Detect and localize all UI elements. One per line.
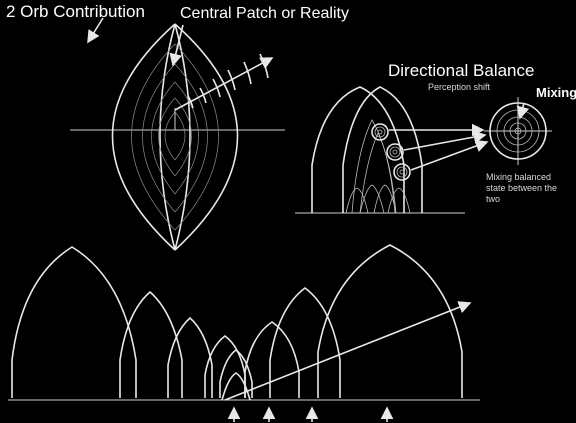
balance-arrow-2 (403, 130, 487, 151)
directional-balance-title: Directional Balance (388, 61, 535, 80)
right-orb-outer-arc (174, 23, 239, 251)
arch-sequence (8, 244, 480, 422)
arch-7 (244, 321, 300, 398)
central-patch-pointer (169, 24, 184, 67)
arch-5-center (219, 349, 253, 398)
central-patch-label: Central Patch or Reality (180, 5, 349, 22)
balance-arrow-3 (410, 139, 489, 171)
orb-label-pointer (87, 17, 104, 44)
arch-6-small (221, 372, 251, 401)
mixing-pointer (516, 102, 530, 120)
left-orb-inner-arc (159, 23, 176, 251)
orb-diagram (70, 17, 285, 251)
perception-orb-1 (371, 123, 389, 141)
mixing-balanced-label: Mixing balanced state between the two (486, 172, 558, 204)
left-arch (311, 86, 405, 213)
left-orb-outer-arc (111, 23, 176, 251)
mixing-label: Mixing (536, 85, 576, 100)
upward-arrows (227, 406, 394, 422)
arch-1 (11, 246, 137, 398)
right-orb-inner-arc (174, 23, 191, 251)
perception-orb-2 (386, 143, 404, 161)
sequence-direction-arrow (224, 301, 472, 401)
mixing-target (484, 97, 552, 165)
arch-4 (204, 335, 246, 398)
perception-orb-3 (393, 163, 411, 181)
orb-contribution-label: 2 Orb Contribution (6, 2, 145, 21)
arch-2 (119, 290, 183, 398)
arch-9 (317, 244, 463, 398)
small-arches (345, 184, 411, 214)
directional-balance-diagram (295, 86, 552, 214)
perception-shift-label: Perception shift (428, 82, 491, 92)
contour-lines (131, 43, 219, 231)
inner-arch-1 (351, 119, 396, 214)
wave-front-ticks (187, 53, 269, 109)
arch-3 (167, 316, 213, 398)
right-arch (342, 86, 423, 213)
direction-arrow (174, 57, 274, 111)
arch-8 (269, 287, 341, 398)
